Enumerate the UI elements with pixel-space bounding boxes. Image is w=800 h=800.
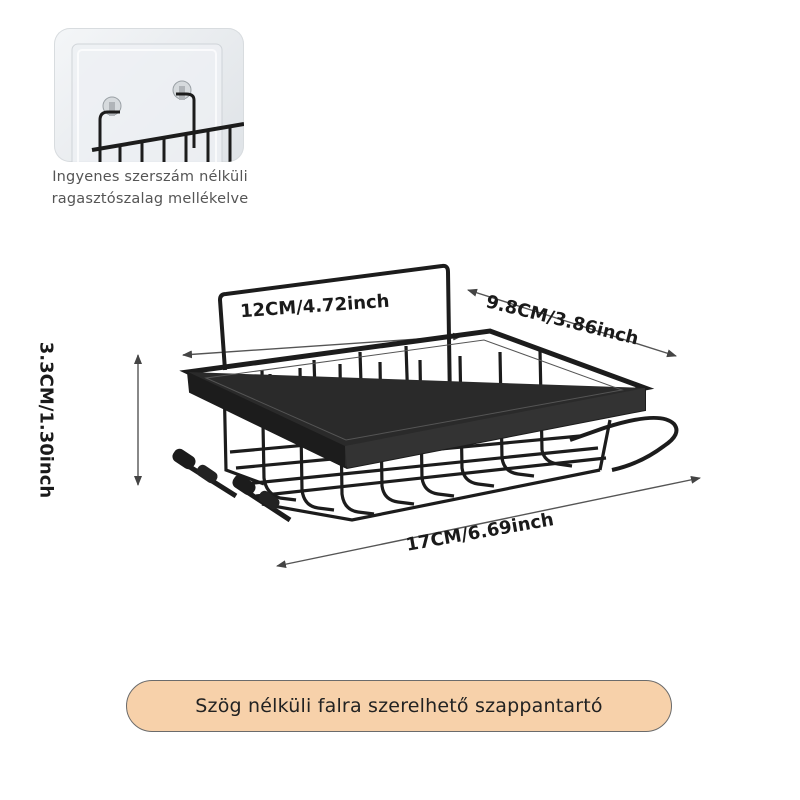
height-dimension-label: 3.3CM/1.30inch: [35, 341, 57, 499]
back-handle: [218, 263, 452, 405]
hook-rods: [172, 448, 292, 523]
inset-caption-line2: ragasztószalag mellékelve: [51, 191, 249, 207]
product-title-text: Szög nélküli falra szerelhető szappantar…: [195, 695, 603, 717]
adhesive-mount-illustration: [71, 43, 244, 162]
adhesive-mount-photo: [54, 28, 244, 162]
product-title-banner: Szög nélküli falra szerelhető szappantar…: [126, 680, 672, 732]
side-hook: [569, 415, 679, 472]
inset-caption-line1: Ingyenes szerszám nélküli: [52, 169, 248, 185]
